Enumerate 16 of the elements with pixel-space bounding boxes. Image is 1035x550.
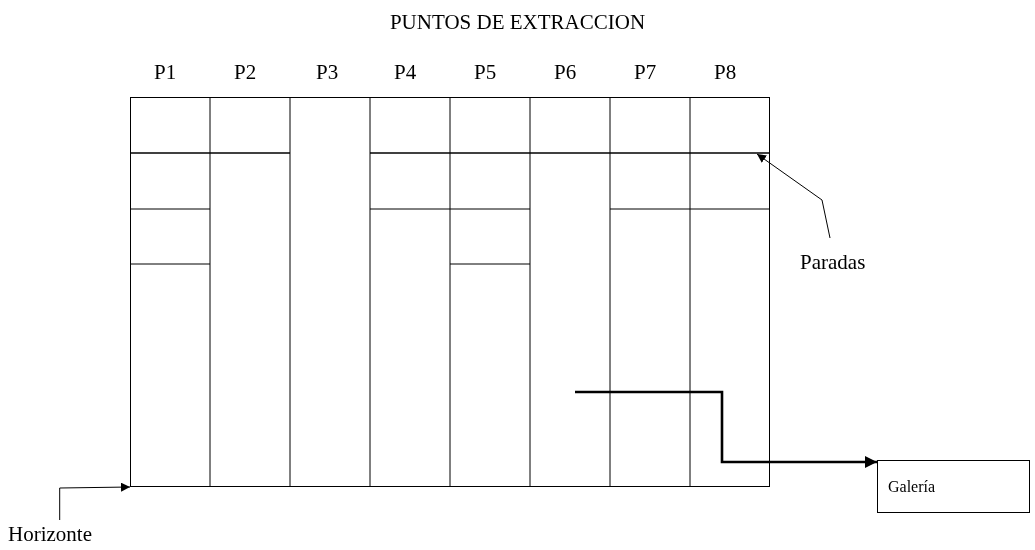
column-label: P5	[474, 60, 497, 85]
diagram-title: PUNTOS DE EXTRACCION	[388, 10, 647, 35]
column-label: P6	[554, 60, 577, 85]
leader-line	[756, 153, 831, 239]
text-label: Horizonte	[8, 522, 118, 550]
column-label: P4	[394, 60, 417, 85]
column-label: P1	[154, 60, 177, 85]
text-label: Paradas	[800, 250, 900, 282]
leader-line	[575, 390, 877, 468]
column-label: P7	[634, 60, 657, 85]
leader-line	[59, 482, 131, 521]
extraction-grid	[130, 97, 770, 487]
column-label: P8	[714, 60, 737, 85]
column-label: P3	[316, 60, 339, 85]
gallery-box: Galería	[877, 460, 1030, 513]
column-label: P2	[234, 60, 257, 85]
